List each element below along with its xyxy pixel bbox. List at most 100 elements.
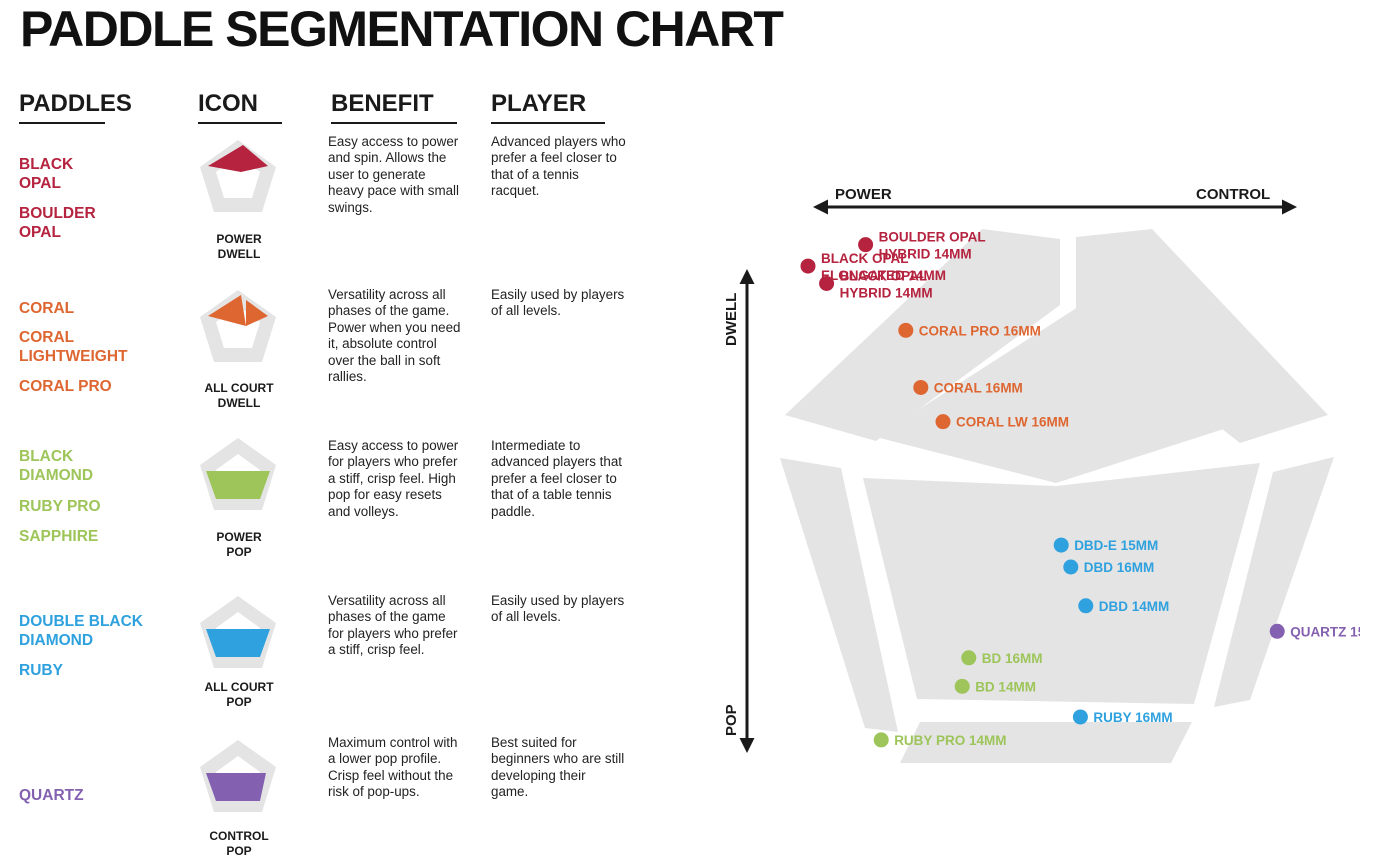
point-label: CORAL LW 16MM [956,415,1069,430]
point-marker [800,258,816,274]
power-pop-icon [192,434,284,518]
point-marker [858,237,874,253]
point-label: QUARTZ 15MM [1290,624,1360,639]
point-marker [1269,623,1285,639]
icon-label: POP [226,695,252,709]
paddle-name: RUBY [19,662,63,679]
icon-header-rule [198,122,282,124]
pentagon-right-band [1214,457,1334,707]
chart-point: CORAL LW 16MM [935,414,1069,430]
player-text: Best suited for beginners who are still … [491,735,625,800]
horizontal-axis: POWER CONTROL [813,186,1297,215]
icon-label: DWELL [217,396,261,410]
point-label: DBD 14MM [1099,599,1170,614]
point-marker [819,275,835,291]
pentagon-center-lower [863,463,1260,704]
paddle-name: QUARTZ [19,787,84,804]
paddle-name: SAPPHIRE [19,528,99,545]
page-title: PADDLE SEGMENTATION CHART [20,1,784,57]
paddle-name: DOUBLE BLACK DIAMOND [19,613,143,649]
chart-point: DBD-E 15MM [1053,537,1158,553]
paddle-name: CORAL LIGHTWEIGHT [19,329,128,365]
point-marker [961,650,977,666]
point-marker [1063,559,1079,575]
paddle-name: BLACK OPAL [19,156,74,192]
player-text: Advanced players who prefer a feel close… [491,134,626,199]
all-court-dwell-icon [192,286,284,370]
point-label: BD 16MM [982,651,1043,666]
pentagon-bottom-band [900,722,1192,763]
point-label: CORAL PRO 16MM [919,323,1041,338]
axis-label-pop: POP [723,704,740,736]
point-marker [1078,598,1094,614]
benefit-text: Easy access to power and spin. Allows th… [328,134,459,215]
power-dwell-icon [192,136,284,220]
pentagon-top-left-band [785,229,1060,441]
pentagon-center-upper [876,307,1233,483]
point-marker [954,678,970,694]
paddles-header-rule [19,122,105,124]
benefit-text: Versatility across all phases of the gam… [328,593,458,658]
icon-label: POP [226,844,252,858]
point-marker [935,414,951,430]
chart-point: BD 16MM [961,650,1043,666]
benefit-text: Versatility across all phases of the gam… [328,287,461,385]
player-column-header: PLAYER [491,90,587,117]
benefit-column-header: BENEFIT [331,90,434,117]
axis-label-dwell: DWELL [723,293,740,346]
point-marker [1053,537,1069,553]
paddle-name: BOULDER OPAL [19,205,96,241]
point-label: DBD 16MM [1084,560,1155,575]
icon-label: CONTROL [209,829,269,843]
benefit-header-rule [331,122,457,124]
player-text: Easily used by players of all levels. [491,593,625,625]
icon-label: ALL COURT [204,381,274,395]
icon-label: POP [226,545,252,559]
control-pop-icon [192,736,284,820]
point-label: BD 14MM [975,679,1036,694]
paddle-name: RUBY PRO [19,498,101,515]
chart-point: CORAL 16MM [913,379,1023,395]
paddle-name: CORAL [19,300,75,317]
chart-point: RUBY 16MM [1072,709,1173,725]
axis-label-power: POWER [835,186,892,203]
point-label: RUBY PRO 14MM [894,733,1006,748]
pentagon-top-right-band [1076,229,1328,443]
point-marker [913,379,929,395]
point-marker [873,732,889,748]
player-header-rule [491,122,605,124]
icon-label: POWER [216,232,262,246]
point-marker [898,322,914,338]
pentagon-left-band [780,458,898,732]
icon-label: ALL COURT [204,680,274,694]
icon-column-header: ICON [198,90,258,117]
all-court-pop-icon [192,592,284,676]
point-label: CORAL 16MM [934,380,1023,395]
icon-label: DWELL [217,247,261,261]
point-label: RUBY 16MM [1093,710,1172,725]
chart-point: RUBY PRO 14MM [873,732,1006,748]
chart-point: QUARTZ 15MM [1269,623,1360,639]
vertical-axis: DWELL POP [723,269,755,753]
chart-point: BD 14MM [954,678,1036,694]
chart-point: DBD 14MM [1078,598,1169,614]
chart-point: DBD 16MM [1063,559,1155,575]
paddle-name: CORAL PRO [19,378,112,395]
paddle-name: BLACK DIAMOND [19,448,94,484]
paddles-column-header: PADDLES [19,90,132,117]
pentagon-background [780,229,1334,763]
player-text: Easily used by players of all levels. [491,287,625,319]
point-label: DBD-E 15MM [1074,538,1158,553]
player-text: Intermediate to advanced players that pr… [491,438,623,519]
icon-label: POWER [216,530,262,544]
point-marker [1072,709,1088,725]
chart-point: CORAL PRO 16MM [898,322,1041,338]
